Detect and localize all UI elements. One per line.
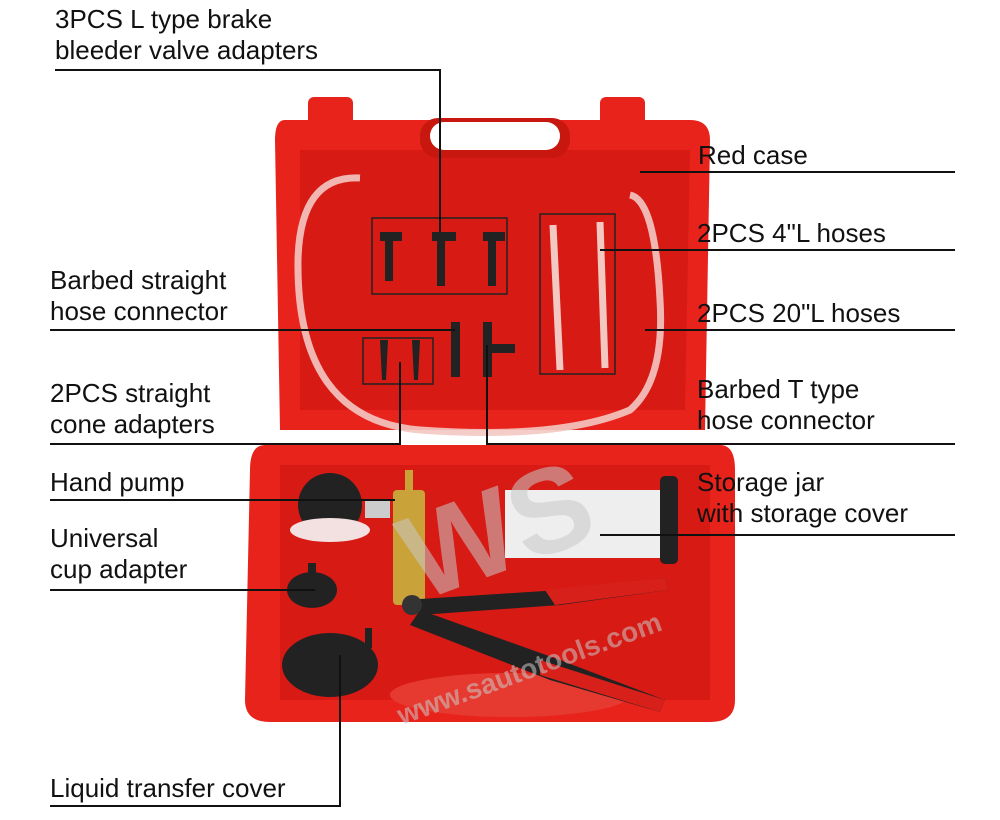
label-red-case: Red case xyxy=(698,140,808,170)
label-transfer-cover: Liquid transfer cover xyxy=(50,773,286,803)
red-case xyxy=(245,97,735,722)
leader-lines xyxy=(50,69,955,807)
label-hand-pump: Hand pump xyxy=(50,467,185,497)
label-hoses-20: 2PCS 20"L hoses xyxy=(697,298,901,328)
label-hoses-4: 2PCS 4"L hoses xyxy=(697,218,886,248)
